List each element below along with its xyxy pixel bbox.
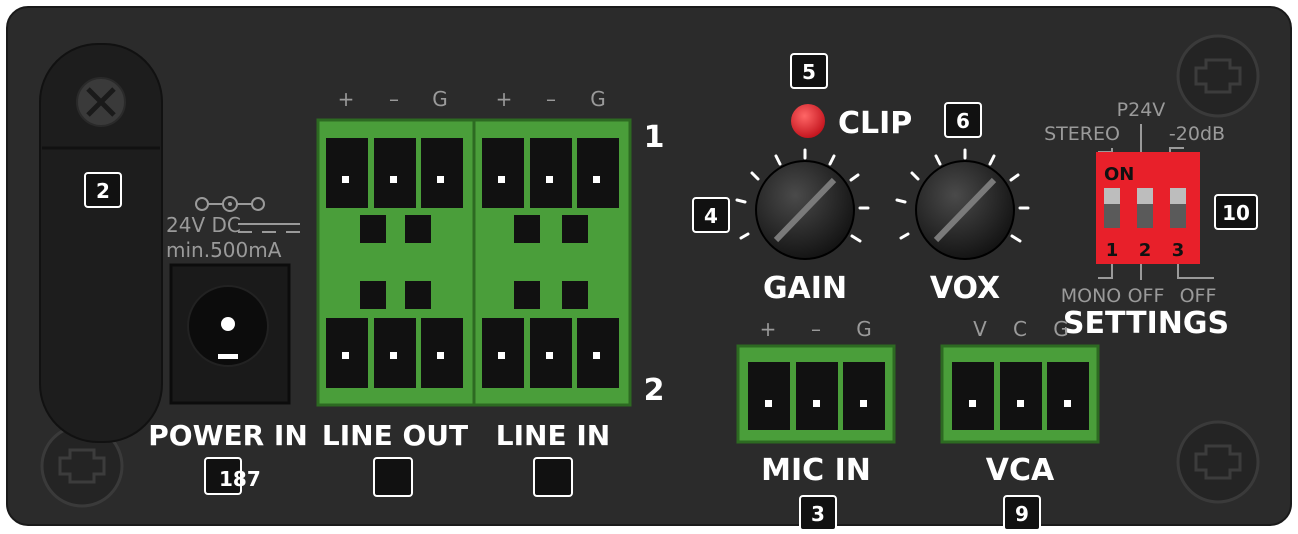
svg-text:V: V bbox=[973, 317, 987, 341]
svg-text:3: 3 bbox=[811, 502, 825, 526]
badge-6: 6 bbox=[944, 102, 982, 138]
vox-label: VOX bbox=[930, 271, 1000, 306]
dip-label-minus20db: -20dB bbox=[1169, 123, 1225, 145]
svg-text:187: 187 bbox=[219, 467, 261, 491]
dip-label-off-1: OFF bbox=[1128, 285, 1165, 307]
badge-2: 2 bbox=[84, 172, 122, 208]
svg-text:3: 3 bbox=[1172, 240, 1185, 261]
line-in-badge bbox=[533, 457, 573, 497]
line-in-label: LINE IN bbox=[496, 419, 610, 452]
settings-label: SETTINGS bbox=[1063, 306, 1229, 341]
svg-text:9: 9 bbox=[1015, 502, 1029, 526]
dc-spec-current: min.500mA bbox=[166, 238, 282, 262]
dc-symbol-icon bbox=[238, 223, 300, 233]
mic-pin-labels: + – G bbox=[760, 317, 872, 341]
svg-text:G: G bbox=[590, 87, 606, 111]
badge-3: 3 bbox=[799, 495, 837, 531]
dip-leader-lines-bottom bbox=[1098, 264, 1214, 280]
svg-text:ON: ON bbox=[1104, 164, 1134, 185]
badge-9: 9 bbox=[1003, 495, 1041, 531]
svg-text:+: + bbox=[760, 317, 777, 341]
line-pin-labels: + – G + – G bbox=[338, 87, 606, 111]
dip-label-stereo: STEREO bbox=[1044, 123, 1120, 145]
badge-187: 187 bbox=[204, 457, 261, 495]
svg-text:G: G bbox=[856, 317, 872, 341]
gain-label: GAIN bbox=[763, 271, 847, 306]
dc-spec-voltage: 24V DC bbox=[166, 213, 241, 237]
svg-text:G: G bbox=[432, 87, 448, 111]
svg-text:G: G bbox=[1053, 317, 1069, 341]
svg-text:–: – bbox=[546, 87, 556, 111]
svg-text:–: – bbox=[389, 87, 399, 111]
vox-knob[interactable] bbox=[895, 148, 1030, 260]
line-in-terminal-block[interactable] bbox=[472, 118, 632, 407]
row-2-label: 2 bbox=[644, 373, 665, 408]
svg-text:–: – bbox=[811, 317, 821, 341]
svg-text:4: 4 bbox=[704, 204, 718, 228]
badge-10: 10 bbox=[1214, 194, 1258, 230]
row-1-label: 1 bbox=[644, 120, 665, 155]
svg-text:+: + bbox=[338, 87, 355, 111]
dc-polarity-icon bbox=[195, 196, 265, 212]
clip-label: CLIP bbox=[838, 106, 912, 141]
svg-text:+: + bbox=[496, 87, 513, 111]
screw-socket-top-right bbox=[1176, 34, 1260, 118]
badge-5: 5 bbox=[790, 53, 828, 89]
gain-knob[interactable] bbox=[735, 148, 870, 260]
svg-text:1: 1 bbox=[1106, 240, 1119, 261]
line-out-label: LINE OUT bbox=[322, 419, 468, 452]
mic-in-terminal-block[interactable] bbox=[736, 344, 896, 444]
svg-text:6: 6 bbox=[956, 109, 970, 133]
mic-in-label: MIC IN bbox=[761, 453, 871, 488]
clip-led bbox=[791, 104, 825, 138]
dip-label-mono: MONO bbox=[1061, 285, 1122, 307]
badge-4: 4 bbox=[692, 197, 730, 233]
power-in-label: POWER IN bbox=[148, 419, 308, 452]
line-out-terminal-block[interactable] bbox=[316, 118, 476, 407]
vca-pin-labels: V C G bbox=[973, 317, 1069, 341]
power-in-jack[interactable] bbox=[169, 263, 291, 405]
screw-socket-bottom-right bbox=[1176, 420, 1260, 504]
settings-dip-switch[interactable]: ON 1 2 3 bbox=[1096, 152, 1200, 264]
cover-plate bbox=[39, 43, 163, 443]
svg-text:5: 5 bbox=[802, 60, 816, 84]
svg-text:2: 2 bbox=[1139, 240, 1152, 261]
line-out-badge bbox=[373, 457, 413, 497]
vca-terminal-block[interactable] bbox=[940, 344, 1100, 444]
dip-label-off-2: OFF bbox=[1180, 285, 1217, 307]
svg-text:2: 2 bbox=[96, 179, 110, 203]
vca-label: VCA bbox=[986, 453, 1055, 488]
svg-text:C: C bbox=[1013, 317, 1027, 341]
screw-icon bbox=[76, 77, 126, 127]
dip-label-p24v: P24V bbox=[1117, 99, 1166, 121]
svg-text:10: 10 bbox=[1222, 201, 1250, 225]
